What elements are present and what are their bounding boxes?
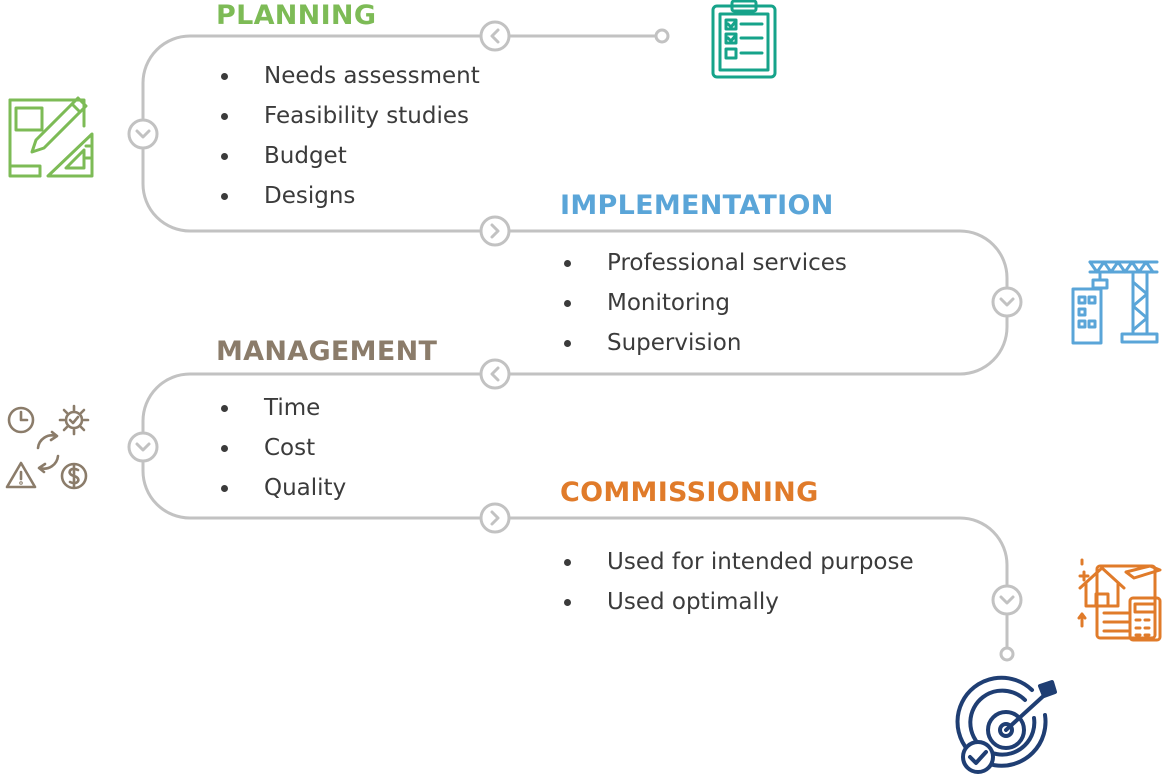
- chevron-down-icon: [127, 431, 159, 463]
- chevron-right-icon: [479, 215, 511, 247]
- list-item: Feasibility studies: [221, 96, 480, 136]
- list-item: Used for intended purpose: [564, 542, 914, 582]
- implementation-items: Professional services Monitoring Supervi…: [564, 243, 847, 363]
- target-arrow-check-icon: [955, 675, 1057, 774]
- list-item: Time: [220, 388, 346, 428]
- path-start-dot: [654, 28, 670, 44]
- list-item: Supervision: [564, 323, 847, 363]
- clipboard-checklist-icon: [711, 0, 777, 79]
- chevron-down-icon: [991, 286, 1023, 318]
- list-item: Budget: [221, 136, 480, 176]
- chevron-down-icon: [991, 584, 1023, 616]
- timeline-path: [141, 34, 1009, 654]
- list-item: Quality: [220, 468, 346, 508]
- blueprint-pencil-icon: [8, 96, 94, 178]
- chevron-left-icon: [479, 358, 511, 390]
- list-item: Needs assessment: [221, 56, 480, 96]
- path-end-dot: [999, 646, 1015, 662]
- stage-title-commissioning: COMMISSIONING: [560, 477, 819, 508]
- planning-items: Needs assessment Feasibility studies Bud…: [221, 56, 480, 216]
- construction-crane-icon: [1071, 260, 1159, 345]
- commissioning-items: Used for intended purpose Used optimally: [564, 542, 914, 622]
- chevron-down-icon: [127, 118, 159, 150]
- list-item: Used optimally: [564, 582, 914, 622]
- list-item: Professional services: [564, 243, 847, 283]
- chevron-left-icon: [479, 20, 511, 52]
- stage-title-management: MANAGEMENT: [216, 336, 438, 367]
- chevron-right-icon: [479, 502, 511, 534]
- stage-title-planning: PLANNING: [216, 0, 377, 31]
- list-item: Monitoring: [564, 283, 847, 323]
- house-plans-calculator-icon: [1077, 558, 1162, 642]
- list-item: Cost: [220, 428, 346, 468]
- management-items: Time Cost Quality: [220, 388, 346, 508]
- time-cost-quality-cycle-icon: [5, 404, 90, 490]
- stage-title-implementation: IMPLEMENTATION: [560, 190, 834, 221]
- list-item: Designs: [221, 176, 480, 216]
